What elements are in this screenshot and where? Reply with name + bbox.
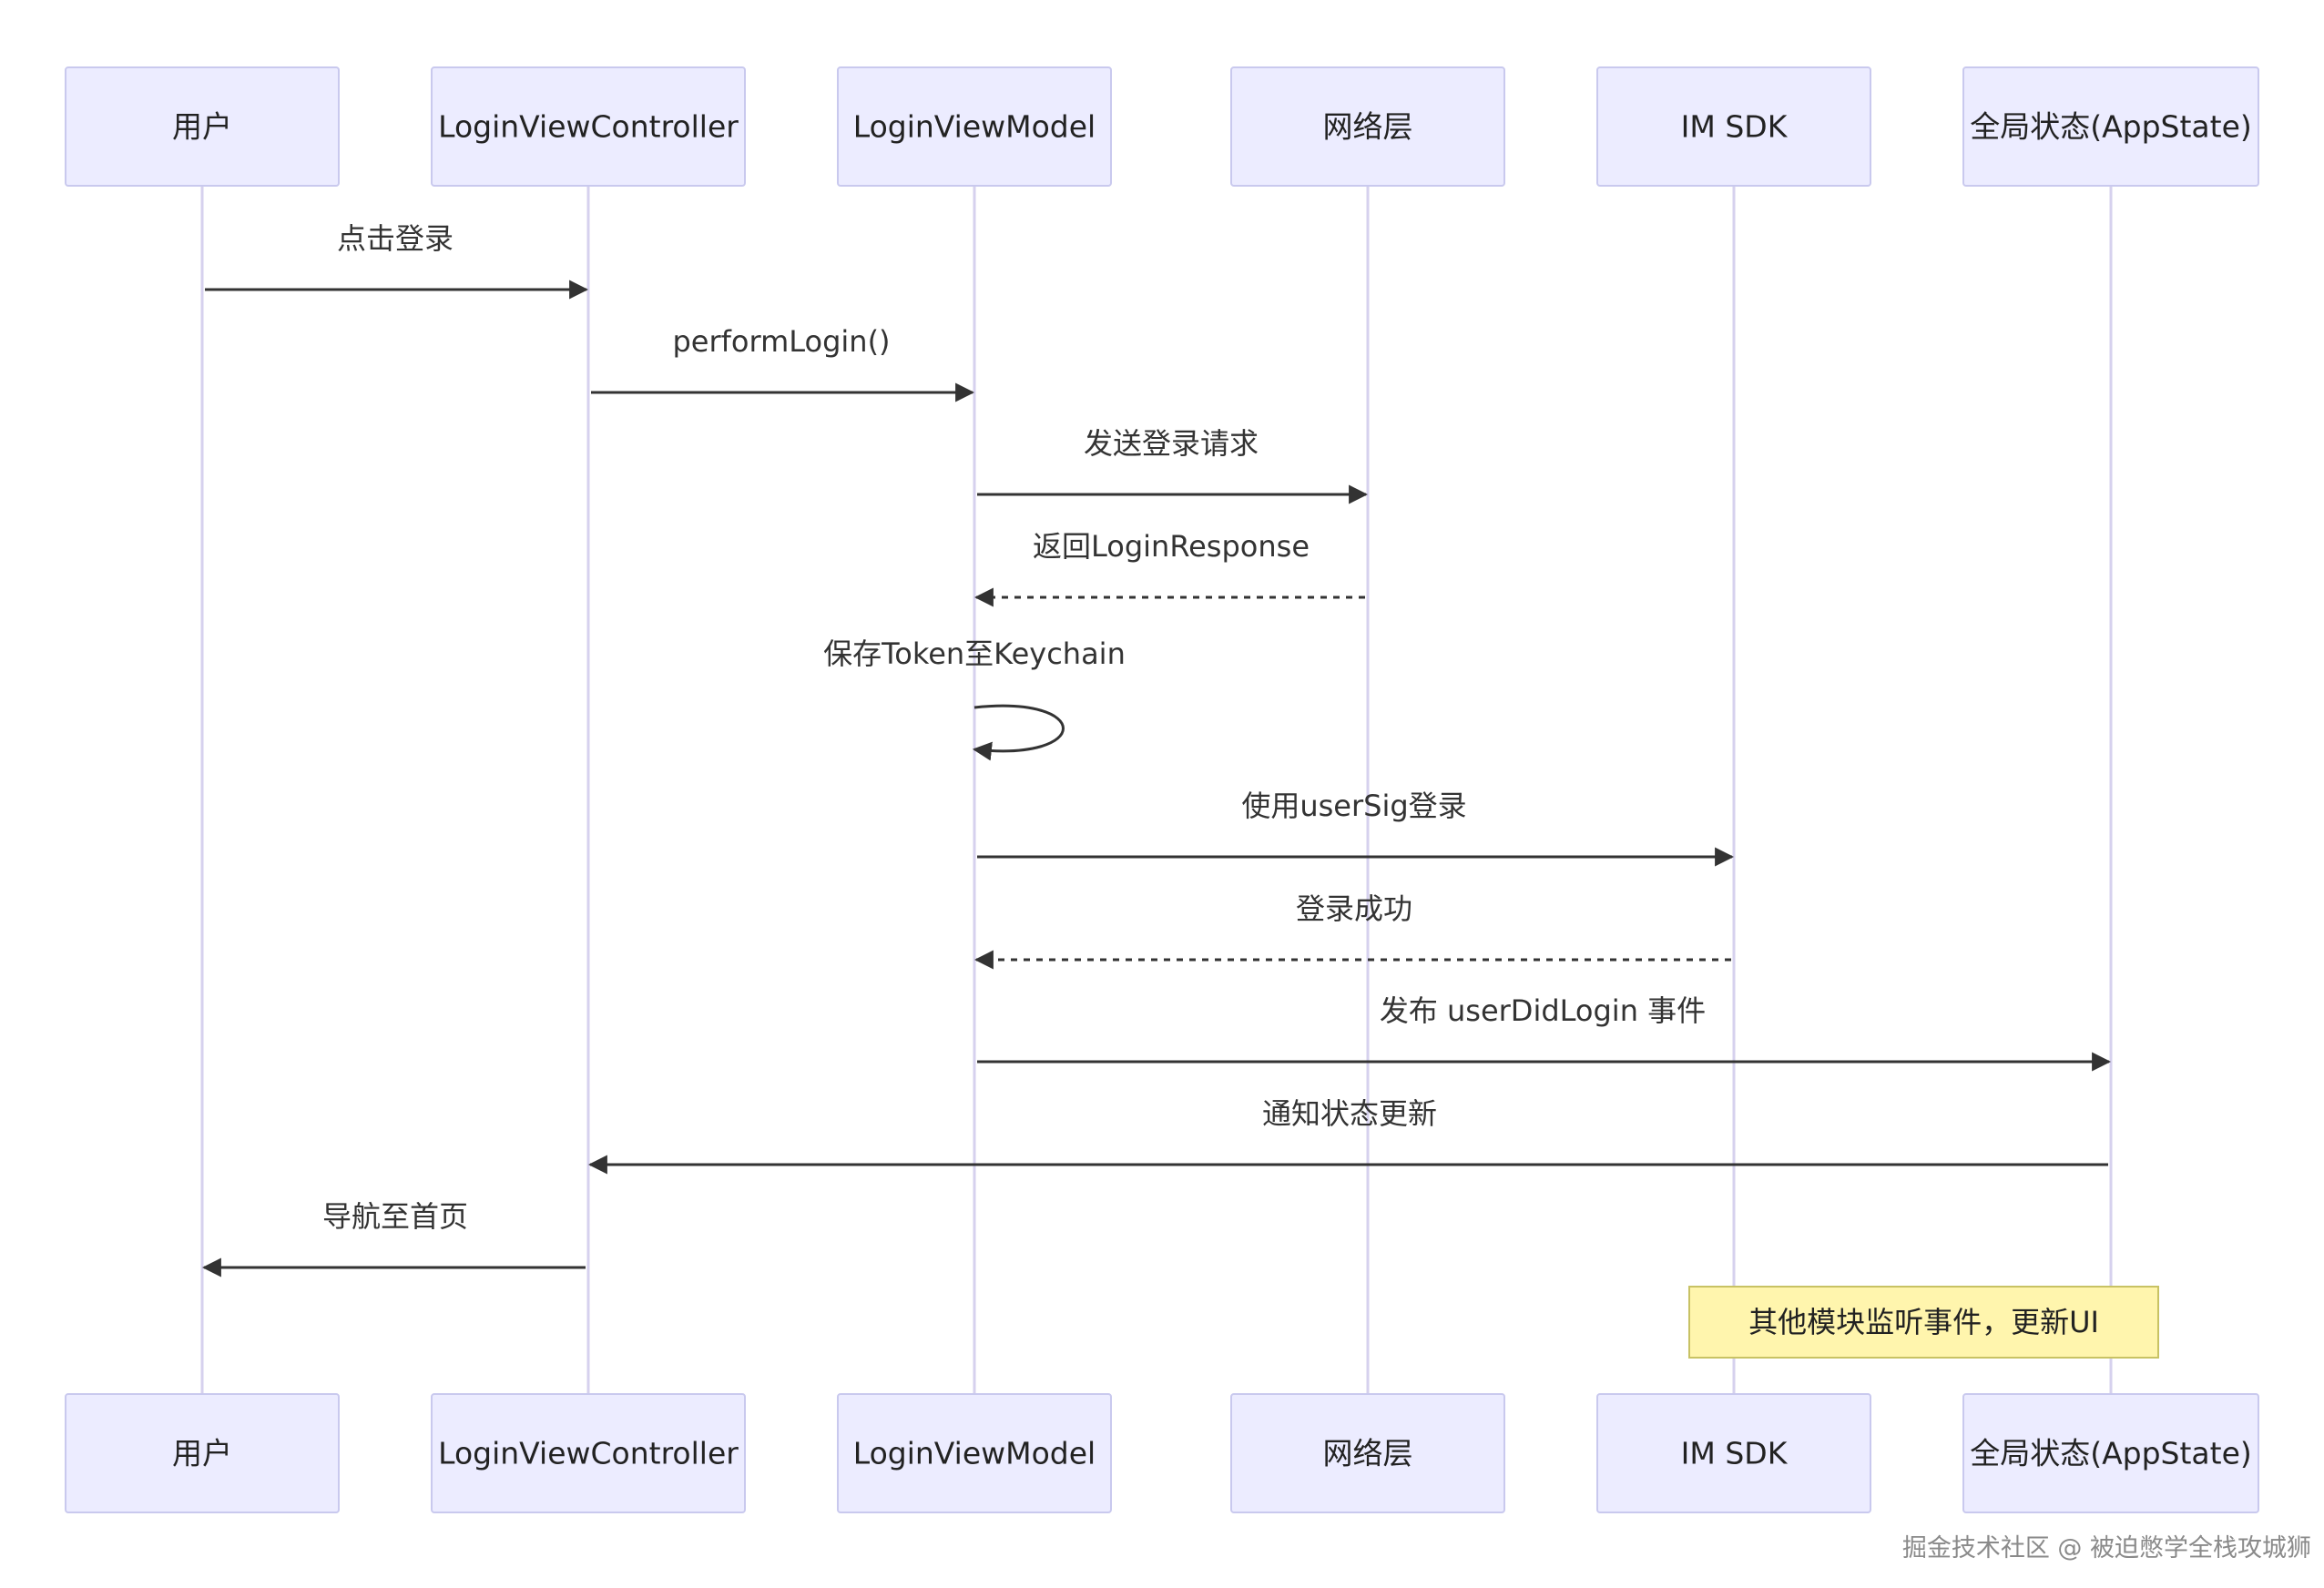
- message-label: 发布 userDidLogin 事件: [1380, 993, 1706, 1028]
- watermark: 掘金技术社区 @ 被迫憋学全栈攻城狮: [1901, 1534, 2311, 1563]
- message-1: 点击登录: [205, 221, 589, 300]
- participant-label: LoginViewModel: [853, 1436, 1096, 1471]
- participant-label: IM SDK: [1681, 1436, 1789, 1471]
- message-label: 保存Token至Keychain: [823, 636, 1126, 671]
- participant-box: [1230, 66, 1505, 187]
- message-9: 通知状态更新: [587, 1096, 2108, 1175]
- participant-im-bottom: IM SDK: [1596, 1393, 1871, 1513]
- message-label: 发送登录请求: [1084, 426, 1259, 461]
- message-label: 点击登录: [337, 221, 454, 256]
- participant-box: [1962, 1393, 2259, 1513]
- participant-box: [65, 1393, 340, 1513]
- participant-label: LoginViewController: [438, 109, 739, 145]
- participant-vm-top: LoginViewModel: [837, 66, 1112, 187]
- participant-label: IM SDK: [1681, 109, 1789, 145]
- note-label: 其他模块监听事件，更新UI: [1748, 1305, 2099, 1339]
- participant-box: [65, 66, 340, 187]
- message-6: 使用userSig登录: [977, 789, 1735, 867]
- participant-box: [837, 66, 1112, 187]
- participant-app-top: 全局状态(AppState): [1962, 66, 2259, 187]
- note: 其他模块监听事件，更新UI: [1688, 1286, 2159, 1359]
- participant-vc-bottom: LoginViewController: [431, 1393, 746, 1513]
- participant-im-top: IM SDK: [1596, 66, 1871, 187]
- participant-box: [1596, 66, 1871, 187]
- participant-label: 用户: [172, 1436, 232, 1471]
- participant-box: [431, 66, 746, 187]
- participant-label: 全局状态(AppState): [1970, 1436, 2252, 1471]
- participant-vc-top: LoginViewController: [431, 66, 746, 187]
- participant-label: LoginViewModel: [853, 109, 1096, 145]
- participant-box: [837, 1393, 1112, 1513]
- participant-label: 用户: [172, 109, 232, 145]
- participant-vm-bottom: LoginViewModel: [837, 1393, 1112, 1513]
- message-label: performLogin(): [672, 324, 890, 359]
- message-label: 导航至首页: [322, 1199, 468, 1234]
- message-3: 发送登录请求: [977, 426, 1369, 504]
- participant-box: [1962, 66, 2259, 187]
- participant-net-top: 网络层: [1230, 66, 1505, 187]
- participant-user-bottom: 用户: [65, 1393, 340, 1513]
- participant-app-bottom: 全局状态(AppState): [1962, 1393, 2259, 1513]
- participant-net-bottom: 网络层: [1230, 1393, 1505, 1513]
- message-label: 登录成功: [1296, 891, 1412, 926]
- participant-label: 网络层: [1323, 1436, 1413, 1471]
- message-10: 导航至首页: [201, 1199, 586, 1278]
- participant-box: [431, 1393, 746, 1513]
- message-label: 使用userSig登录: [1241, 789, 1466, 823]
- participant-label: 网络层: [1323, 109, 1413, 145]
- message-7: 登录成功: [973, 891, 1731, 970]
- participant-box: [1596, 1393, 1871, 1513]
- participant-label: LoginViewController: [438, 1436, 739, 1471]
- message-2: performLogin(): [591, 324, 975, 402]
- message-8: 发布 userDidLogin 事件: [977, 993, 2112, 1072]
- note-box: [1688, 1286, 2159, 1359]
- participant-box: [1230, 1393, 1505, 1513]
- message-5: 保存Token至Keychain: [823, 636, 1126, 761]
- message-label: 通知状态更新: [1262, 1096, 1437, 1131]
- participant-label: 全局状态(AppState): [1970, 109, 2252, 145]
- message-label: 返回LoginResponse: [1033, 529, 1310, 564]
- self-message-arrow: [972, 704, 1065, 761]
- message-4: 返回LoginResponse: [973, 529, 1365, 607]
- participant-user-top: 用户: [65, 66, 340, 187]
